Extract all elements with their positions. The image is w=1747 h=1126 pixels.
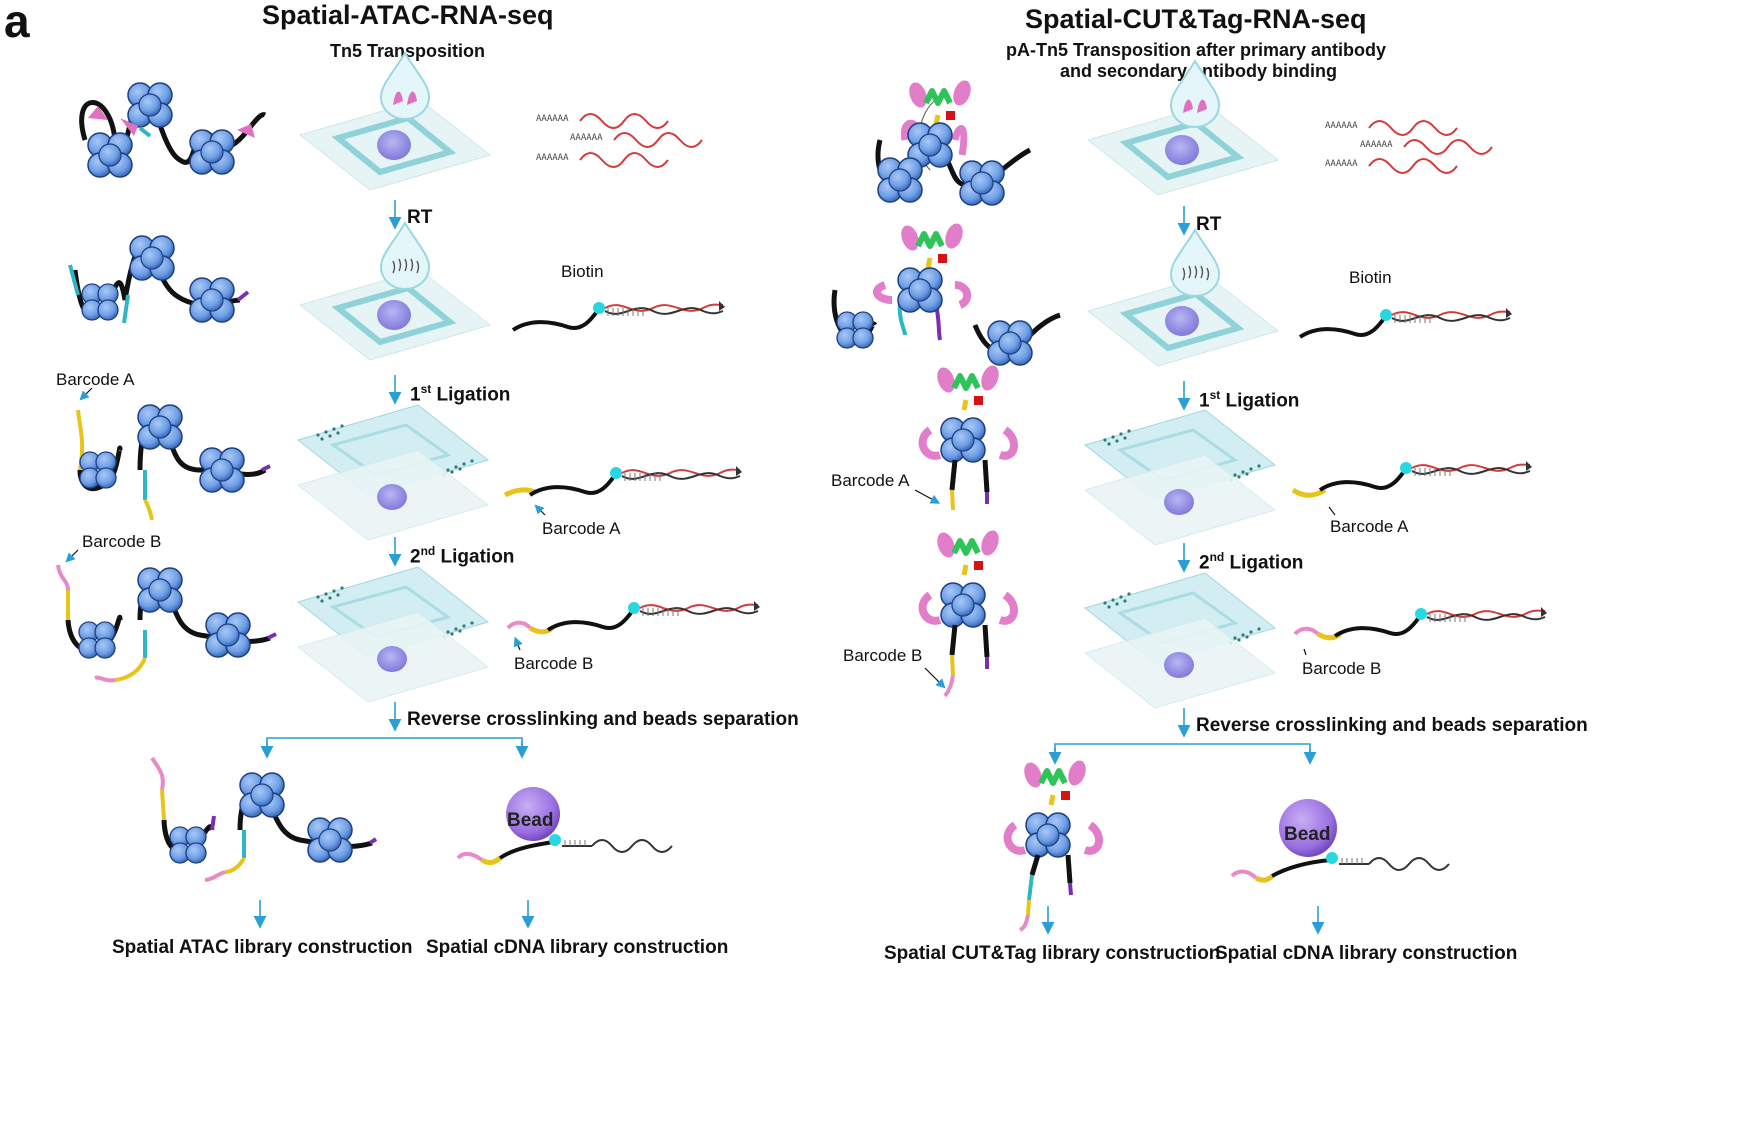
right-mrna-strands: AAAAAA AAAAAA AAAAAA [1325, 120, 1493, 174]
right-primer-droplet [1170, 229, 1220, 297]
left-final-bead: Bead [456, 787, 673, 866]
left-polya-1: AAAAAA [536, 114, 569, 124]
left-barcode-a-rna-label: Barcode A [542, 519, 621, 538]
right-polya-2: AAAAAA [1360, 140, 1393, 150]
left-polya-3: AAAAAA [536, 153, 569, 163]
left-step-arrows [253, 200, 535, 929]
right-lib-cuttag: Spatial CUT&Tag library construction [884, 943, 1221, 964]
left-barcode-b-rna-label: Barcode B [514, 654, 594, 673]
right-barcode-b-chrom-label: Barcode B [843, 646, 923, 665]
right-final-bead: Bead [1230, 799, 1450, 883]
right-step-reverse: Reverse crosslinking and beads separatio… [1196, 715, 1588, 736]
right-rna-barcode-b [1293, 605, 1549, 656]
right-step-ligation-2-suffix: nd [1209, 550, 1225, 564]
right-step-ligation-2-text: Ligation [1229, 552, 1304, 574]
left-step-ligation-1-text: Ligation [436, 384, 511, 406]
right-microfluidic-chip-2 [1083, 571, 1277, 710]
right-step-arrows [1041, 206, 1325, 935]
right-rna-duplex-1 [1298, 306, 1514, 339]
left-chromatin-row-3 [76, 387, 271, 521]
left-step-reverse: Reverse crosslinking and beads separatio… [407, 709, 799, 730]
right-lib-cdna: Spatial cDNA library construction [1215, 943, 1518, 964]
right-step-ligation-1-number: 1 [1199, 390, 1210, 412]
right-chromatin-row-1 [875, 78, 1032, 206]
right-bead-label: Bead [1284, 824, 1330, 845]
right-rna-barcode-a [1291, 459, 1534, 516]
left-lib-cdna: Spatial cDNA library construction [426, 937, 729, 958]
left-lib-atac: Spatial ATAC library construction [112, 937, 413, 958]
left-step-ligation-2-number: 2 [410, 546, 421, 568]
right-final-chromatin [1003, 758, 1103, 932]
right-step-rt: RT [1196, 214, 1222, 235]
left-step-rt: RT [407, 207, 433, 228]
left-subtitle: Tn5 Transposition [330, 41, 486, 61]
right-step-ligation-2: 2nd Ligation [1199, 551, 1303, 572]
left-biotin-label: Biotin [561, 262, 604, 281]
right-chromatin-row-4 [918, 528, 1018, 698]
right-artwork: AAAAAA AAAAAA AAAAAA [831, 60, 1549, 935]
right-title: Spatial-CUT&Tag-RNA-seq [1025, 4, 1367, 34]
left-rna-barcode-a [503, 464, 744, 516]
left-microfluidic-chip-1 [296, 403, 490, 542]
right-subtitle-line-1: pA-Tn5 Transposition after primary antib… [1006, 40, 1387, 60]
right-step-ligation-1-text: Ligation [1225, 390, 1300, 412]
left-rna-duplex-1 [511, 299, 727, 332]
left-primer-droplet [380, 222, 430, 290]
left-final-chromatin [150, 756, 378, 882]
right-ptn5-droplet [1170, 60, 1220, 128]
left-tn5-droplet [380, 52, 430, 120]
right-chromatin-row-3 [914, 363, 1018, 511]
left-step-ligation-1-suffix: st [420, 382, 432, 396]
left-polya-2: AAAAAA [570, 133, 603, 143]
right-barcode-a-chrom-label: Barcode A [831, 471, 910, 490]
right-barcode-b-rna-label: Barcode B [1302, 659, 1382, 678]
left-bead-label: Bead [507, 810, 553, 831]
right-biotin-label: Biotin [1349, 268, 1392, 287]
left-chromatin-row-4 [56, 549, 277, 683]
right-microfluidic-chip-1 [1083, 408, 1277, 547]
right-barcode-a-rna-label: Barcode A [1330, 517, 1409, 536]
right-step-ligation-1-suffix: st [1209, 388, 1221, 402]
left-step-ligation-2: 2nd Ligation [410, 545, 514, 566]
panel-letter: a [4, 0, 30, 47]
right-polya-3: AAAAAA [1325, 159, 1358, 169]
left-chromatin-row-1 [79, 82, 267, 178]
left-mrna-strands: AAAAAA AAAAAA AAAAAA [536, 113, 703, 168]
right-chromatin-row-2 [831, 221, 1061, 366]
left-barcode-a-chrom-label: Barcode A [56, 370, 135, 389]
left-barcode-b-chrom-label: Barcode B [82, 532, 162, 551]
left-step-ligation-2-suffix: nd [420, 544, 436, 558]
left-rna-barcode-b [506, 599, 762, 651]
left-chromatin-row-2 [68, 235, 250, 324]
right-step-ligation-1: 1st Ligation [1199, 389, 1299, 410]
left-artwork: AAAAAA AAAAAA AAAAAA [56, 52, 762, 929]
right-step-ligation-2-number: 2 [1199, 552, 1210, 574]
left-step-ligation-1-number: 1 [410, 384, 421, 406]
left-step-ligation-2-text: Ligation [440, 546, 515, 568]
left-step-ligation-1: 1st Ligation [410, 383, 510, 404]
left-title: Spatial-ATAC-RNA-seq [262, 0, 554, 30]
left-microfluidic-chip-2 [296, 565, 490, 704]
right-polya-1: AAAAAA [1325, 121, 1358, 131]
